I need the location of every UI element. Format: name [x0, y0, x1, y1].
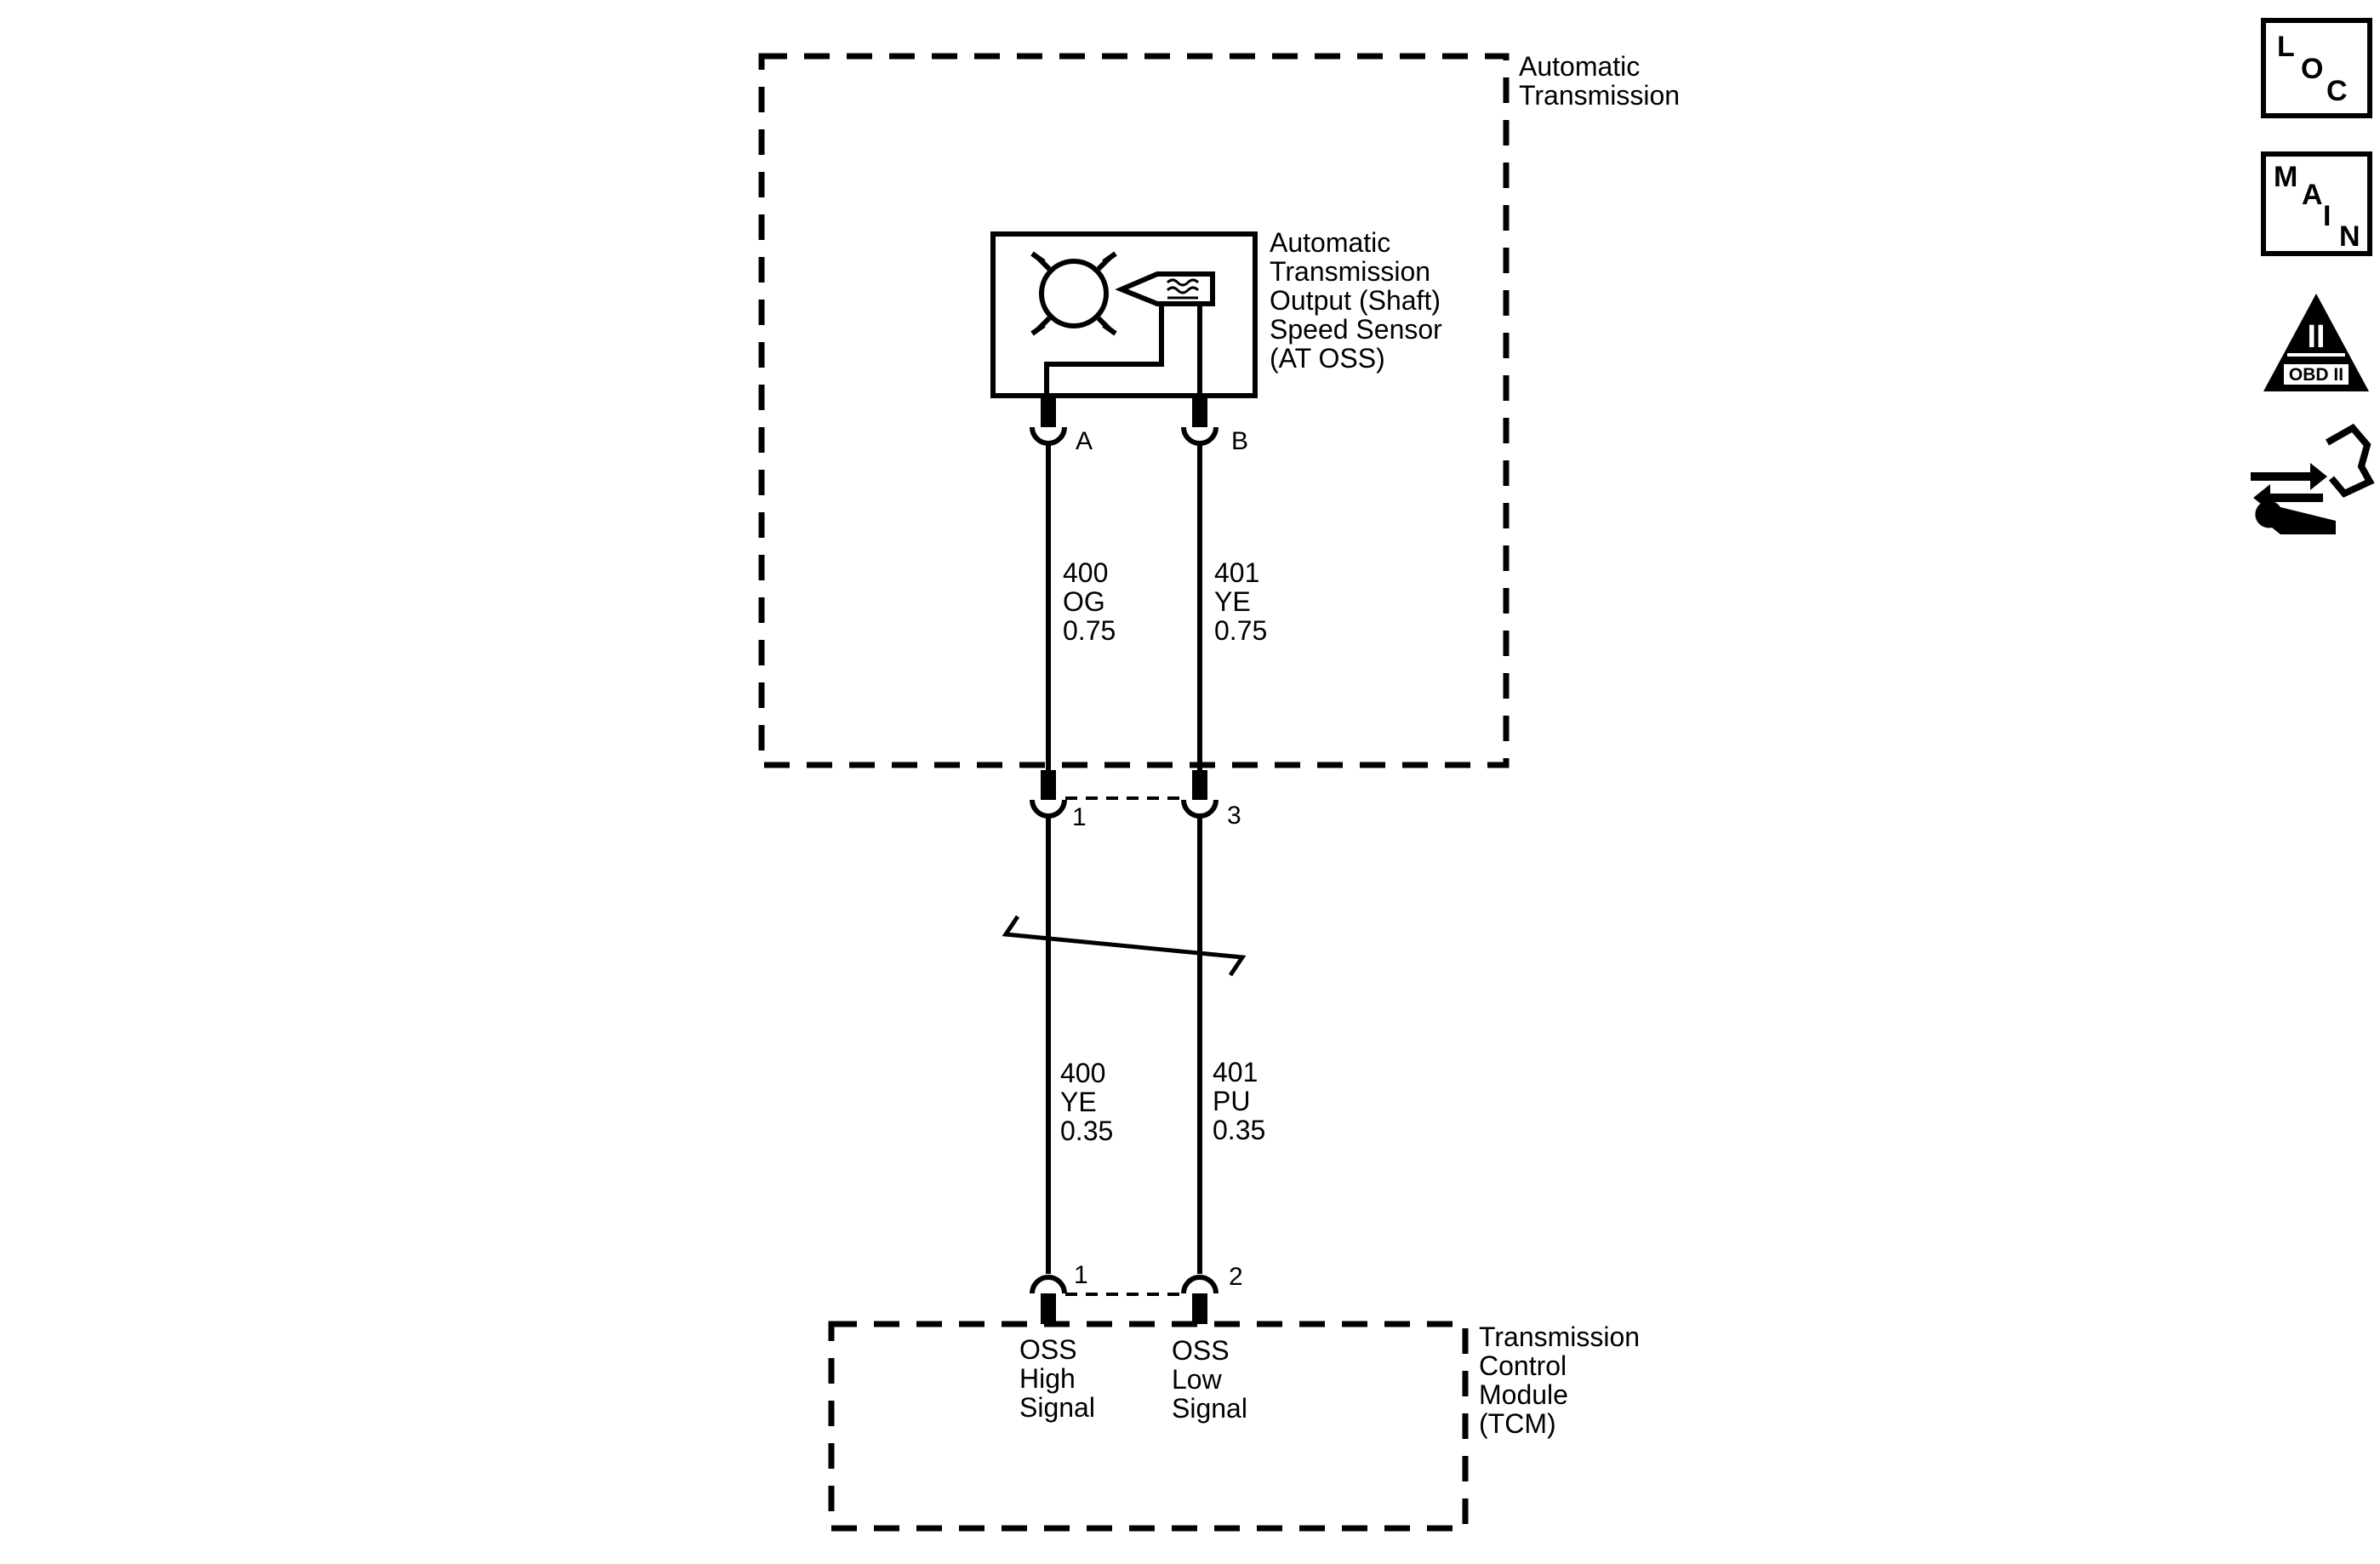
svg-text:M: M [2274, 161, 2297, 193]
tcm-label-3: Module [1479, 1379, 1568, 1410]
wire-401-upper-color: YE [1214, 586, 1251, 617]
sensor-pin-a [1030, 396, 1067, 446]
wire-400-upper-circuit: 400 [1063, 557, 1108, 588]
sensor-pin-b [1181, 396, 1219, 446]
obd-ii-icon[interactable]: II OBD II [2263, 294, 2369, 391]
wire-400-lower-gauge: 0.35 [1060, 1116, 1113, 1146]
wire-401-lower-gauge: 0.35 [1213, 1115, 1265, 1145]
loc-icon[interactable]: L O C [2261, 18, 2372, 118]
transmission-label-1: Automatic [1519, 51, 1640, 82]
tcm-high-signal-1: OSS [1019, 1334, 1077, 1365]
wire-401-upper-gauge: 0.75 [1214, 615, 1267, 646]
tcm-high-signal-3: Signal [1019, 1392, 1095, 1423]
svg-text:C: C [2326, 75, 2348, 107]
wire-401-lower-color: PU [1213, 1086, 1250, 1116]
transmission-boundary [758, 53, 1510, 768]
wire-401-lower-circuit: 401 [1213, 1057, 1258, 1087]
sensor-label-2: Transmission [1270, 256, 1430, 287]
tcm-high-signal-2: High [1019, 1363, 1076, 1394]
sensor-pin-a-label: A [1076, 427, 1093, 455]
inline-pin-left-label: 1 [1072, 803, 1087, 831]
tcm-low-signal-3: Signal [1172, 1393, 1247, 1424]
svg-text:I: I [2323, 200, 2331, 232]
tcm-pin-left-label: 1 [1074, 1261, 1088, 1289]
svg-text:N: N [2339, 220, 2360, 253]
svg-text:OBD II: OBD II [2289, 365, 2343, 385]
inline-pin-right-label: 3 [1227, 802, 1241, 830]
tcm-pin-right-label: 2 [1229, 1263, 1243, 1291]
svg-text:II: II [2307, 319, 2325, 355]
speed-sensor [990, 231, 1258, 398]
svg-text:O: O [2301, 53, 2323, 85]
tone-wheel-icon [1030, 251, 1117, 336]
tcm-boundary [828, 1321, 1469, 1532]
sensor-label-3: Output (Shaft) [1270, 285, 1441, 316]
wire-break-symbol [1002, 915, 1247, 977]
tcm-label-2: Control [1479, 1350, 1567, 1381]
tcm-connector [1030, 1275, 1219, 1324]
wire-400-upper-color: OG [1063, 586, 1105, 617]
tcm-label-4: (TCM) [1479, 1408, 1556, 1439]
connector-wrench-icon[interactable] [2251, 423, 2375, 534]
inline-connector [1030, 770, 1219, 819]
tcm-label-1: Transmission [1479, 1321, 1640, 1352]
wire-400-lower-circuit: 400 [1060, 1058, 1105, 1088]
svg-text:A: A [2302, 179, 2323, 211]
main-icon[interactable]: M A I N [2261, 151, 2372, 256]
wire-400-lower-color: YE [1060, 1087, 1097, 1117]
sensor-label-4: Speed Sensor [1270, 314, 1442, 345]
tcm-low-signal-2: Low [1172, 1364, 1223, 1395]
sensor-pin-b-label: B [1231, 427, 1248, 455]
sensor-probe-icon [1044, 271, 1215, 396]
sensor-label-1: Automatic [1270, 227, 1390, 258]
transmission-label-2: Transmission [1519, 80, 1680, 111]
tcm-low-signal-1: OSS [1172, 1335, 1230, 1366]
wire-400-upper-gauge: 0.75 [1063, 615, 1116, 646]
wire-401-upper-circuit: 401 [1214, 557, 1259, 588]
sensor-label-5: (AT OSS) [1270, 343, 1385, 374]
svg-text:L: L [2277, 31, 2295, 63]
